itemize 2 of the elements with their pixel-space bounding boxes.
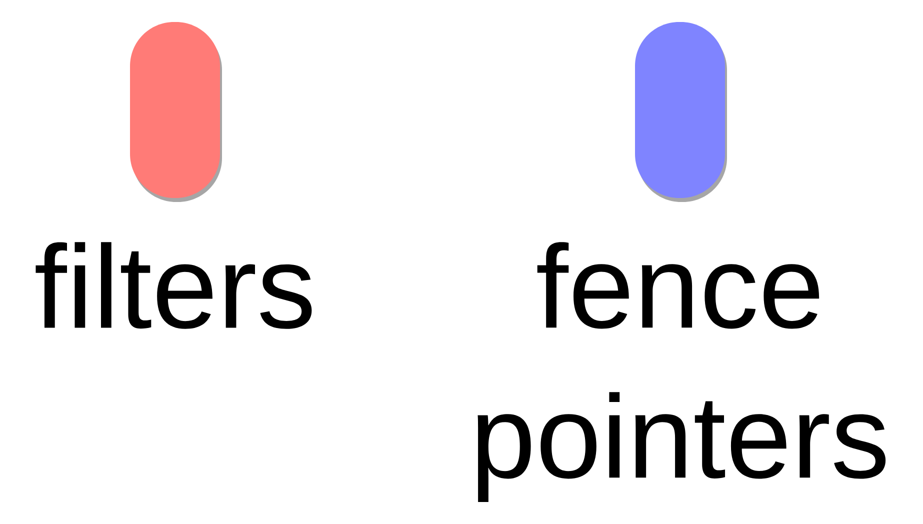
legend-label: fence pointers bbox=[478, 242, 886, 502]
legend-label: filters bbox=[36, 242, 312, 329]
